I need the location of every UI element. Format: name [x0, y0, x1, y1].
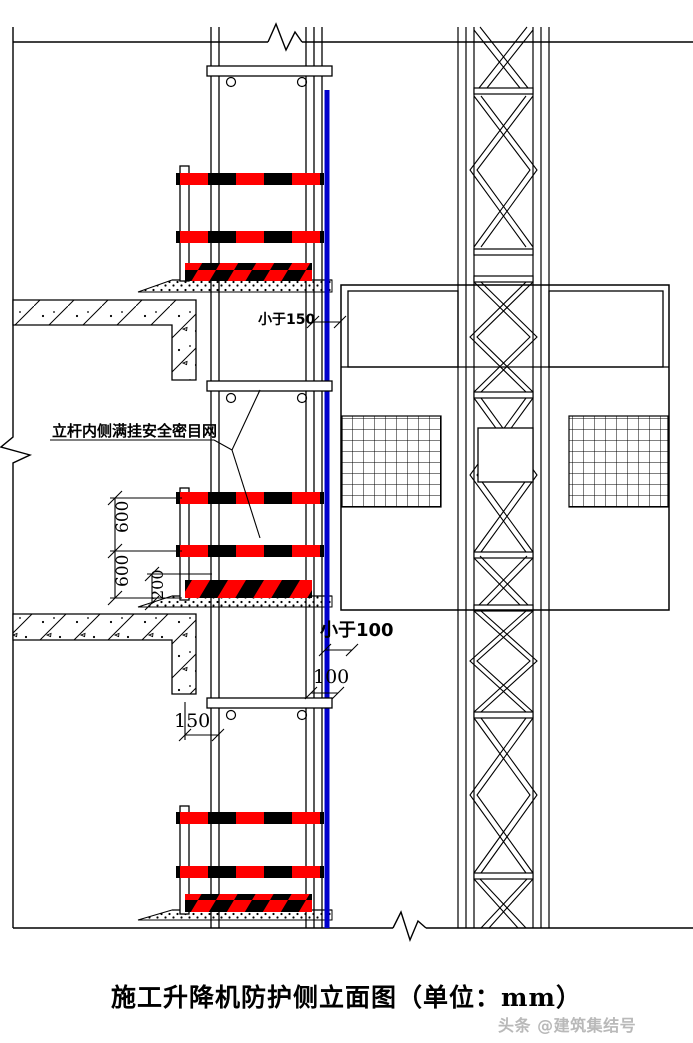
toe-board-middle: [185, 580, 312, 598]
dimension-group-less150: [306, 315, 347, 329]
mast-lattice-tower: [457, 26, 550, 929]
title-block: 施工升降机防护侧立面图（单位：mm）: [0, 978, 693, 1014]
guard-post-top: [179, 165, 190, 282]
ledger-lower: [206, 697, 333, 709]
cage-outline: [340, 284, 670, 611]
hoist-cage: [340, 284, 670, 611]
guardrail-lower-top: [176, 231, 324, 243]
ledger-middle: [206, 380, 333, 392]
cage-mesh-left: [341, 415, 442, 508]
leader-tail: [231, 449, 261, 539]
dimension-group-less100: [318, 643, 359, 657]
guardrail-assembly-bottom: [176, 805, 324, 915]
dimension-group-150: [178, 702, 225, 742]
coupler: [296, 76, 308, 88]
guard-post-bottom: [179, 805, 190, 915]
slab-upper-section: [12, 299, 197, 381]
guardrail-upper-middle: [176, 492, 324, 504]
coupler: [225, 709, 237, 721]
annotation-texts: 立杆内侧满挂安全密目网 小于150 小于100 100 150 600 600 …: [52, 312, 394, 732]
plank-upper: [137, 279, 333, 293]
dimension-group-vertical: [107, 490, 212, 611]
dimension-group-100: [304, 686, 345, 700]
guardrail-lower-bottom: [176, 866, 324, 878]
break-symbol-left: [0, 430, 33, 470]
dim-600-lower-text: 600: [113, 555, 133, 587]
drawing-title: 施工升降机防护侧立面图（单位：mm）: [111, 983, 582, 1012]
dim-600-upper-text: 600: [113, 501, 133, 533]
guardrail-lower-middle: [176, 545, 324, 557]
coupler: [225, 76, 237, 88]
toe-board-top: [185, 263, 312, 281]
guardrail-upper-bottom: [176, 812, 324, 824]
ledger-top: [206, 65, 333, 77]
note-safety-net-text: 立杆内侧满挂安全密目网: [52, 422, 217, 440]
dim-150-text: 150: [174, 710, 210, 732]
break-symbol-top: [267, 22, 303, 52]
dim-100-text: 100: [313, 666, 349, 688]
leader-safety-net: [50, 389, 261, 539]
guardrail-upper-top: [176, 173, 324, 185]
mast-x-braces: [469, 26, 538, 929]
dim-less-100-text: 小于100: [320, 620, 394, 641]
dim-less-150-text: 小于150: [258, 312, 315, 328]
slab-lower-section: [12, 613, 197, 695]
cage-mesh-right: [568, 415, 669, 508]
toe-board-bottom: [185, 894, 312, 912]
cage-center-window: [477, 427, 534, 483]
scaffold-ledgers: [206, 65, 333, 721]
dim-200-text: 200: [148, 569, 167, 600]
building-outline: [0, 22, 693, 943]
guardrail-assembly-top: [176, 165, 324, 282]
break-symbol-bottom: [392, 910, 427, 943]
coupler: [296, 709, 308, 721]
guardrail-assembly-middle: [176, 487, 324, 601]
guard-post-middle: [179, 487, 190, 601]
watermark: 头条 @建筑集结号: [498, 1016, 637, 1035]
coupler: [225, 392, 237, 404]
mast-horizontal-braces: [473, 87, 534, 880]
coupler: [296, 392, 308, 404]
